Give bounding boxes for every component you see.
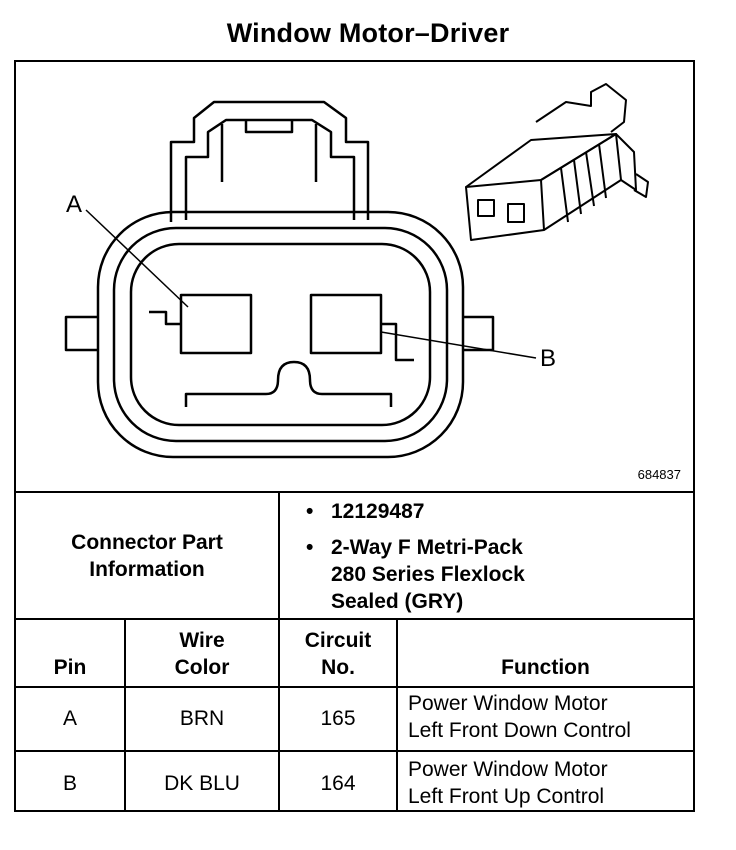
header-function: Function	[501, 656, 590, 679]
connector-document-frame: A B 684837 Connector Part Information •	[14, 60, 695, 812]
table-cell-circuit-no: 164	[320, 772, 356, 795]
perspective-ribs	[560, 143, 607, 223]
left-ear	[64, 315, 98, 352]
divider	[16, 750, 693, 752]
terminal-a	[179, 293, 253, 355]
table-cell-pin: A	[62, 707, 77, 730]
connector-seal-ring	[112, 226, 449, 443]
part-number: 12129487	[331, 500, 425, 523]
perspective-wire-end	[633, 173, 649, 198]
polarization-key	[184, 360, 393, 407]
connector-part-info-label: Connector Part Information	[16, 494, 278, 618]
table-cell-circuit-no: 165	[320, 707, 356, 730]
terminal-b	[309, 293, 383, 355]
divider	[396, 620, 398, 810]
connector-perspective-drawing	[465, 83, 649, 241]
perspective-cavity-a	[477, 199, 495, 217]
table-cell-function: Power Window Motor Left Front Down Contr…	[408, 692, 631, 742]
header-pin: Pin	[53, 656, 87, 679]
divider	[278, 620, 280, 810]
header-circuit-no: Circuit No.	[304, 629, 372, 679]
terminal-b-latch	[381, 322, 414, 362]
connector-inner-cavity	[129, 242, 432, 427]
list-item: • 12129487	[306, 498, 525, 525]
header-wire-color: Wire Color	[174, 629, 230, 679]
perspective-body-side	[540, 133, 622, 231]
connector-description: 2-Way F Metri-Pack 280 Series Flexlock S…	[331, 536, 525, 613]
latch-housing-outline	[169, 100, 370, 222]
connector-figure: A B 684837	[16, 62, 693, 492]
latch-tab-shading	[220, 124, 318, 182]
latch-tab	[244, 120, 294, 134]
right-ear	[463, 315, 495, 352]
connector-face-drawing: A B	[64, 83, 649, 459]
table-cell-wire-color: BRN	[179, 707, 225, 730]
connector-part-info-label-text: Connector Part Information	[71, 531, 223, 581]
perspective-rear	[615, 133, 637, 191]
callout-line-a	[85, 209, 189, 308]
connector-part-info-list: • 12129487 • 2-Way F Metri-Pack 280 Seri…	[306, 498, 525, 615]
divider	[16, 618, 693, 620]
callout-label-b: B	[540, 345, 556, 372]
latch-inner-outline	[184, 118, 356, 220]
perspective-cavity-b	[507, 203, 525, 223]
table-cell-function: Power Window Motor Left Front Up Control	[408, 758, 608, 808]
list-item: • 2-Way F Metri-Pack 280 Series Flexlock…	[306, 534, 525, 615]
divider	[124, 620, 126, 810]
callout-line-b	[380, 331, 537, 359]
perspective-latch	[535, 83, 627, 133]
callout-label-a: A	[66, 191, 82, 218]
figure-id: 684837	[637, 467, 681, 482]
bullet-icon: •	[306, 500, 314, 523]
connector-outer-body	[96, 210, 465, 459]
divider	[16, 686, 693, 688]
page-title: Window Motor–Driver	[226, 18, 510, 48]
divider	[278, 493, 280, 619]
table-cell-pin: B	[62, 772, 77, 795]
divider	[16, 491, 693, 493]
table-cell-wire-color: DK BLU	[164, 772, 240, 795]
terminal-a-latch	[149, 310, 181, 326]
bullet-icon: •	[306, 536, 314, 559]
